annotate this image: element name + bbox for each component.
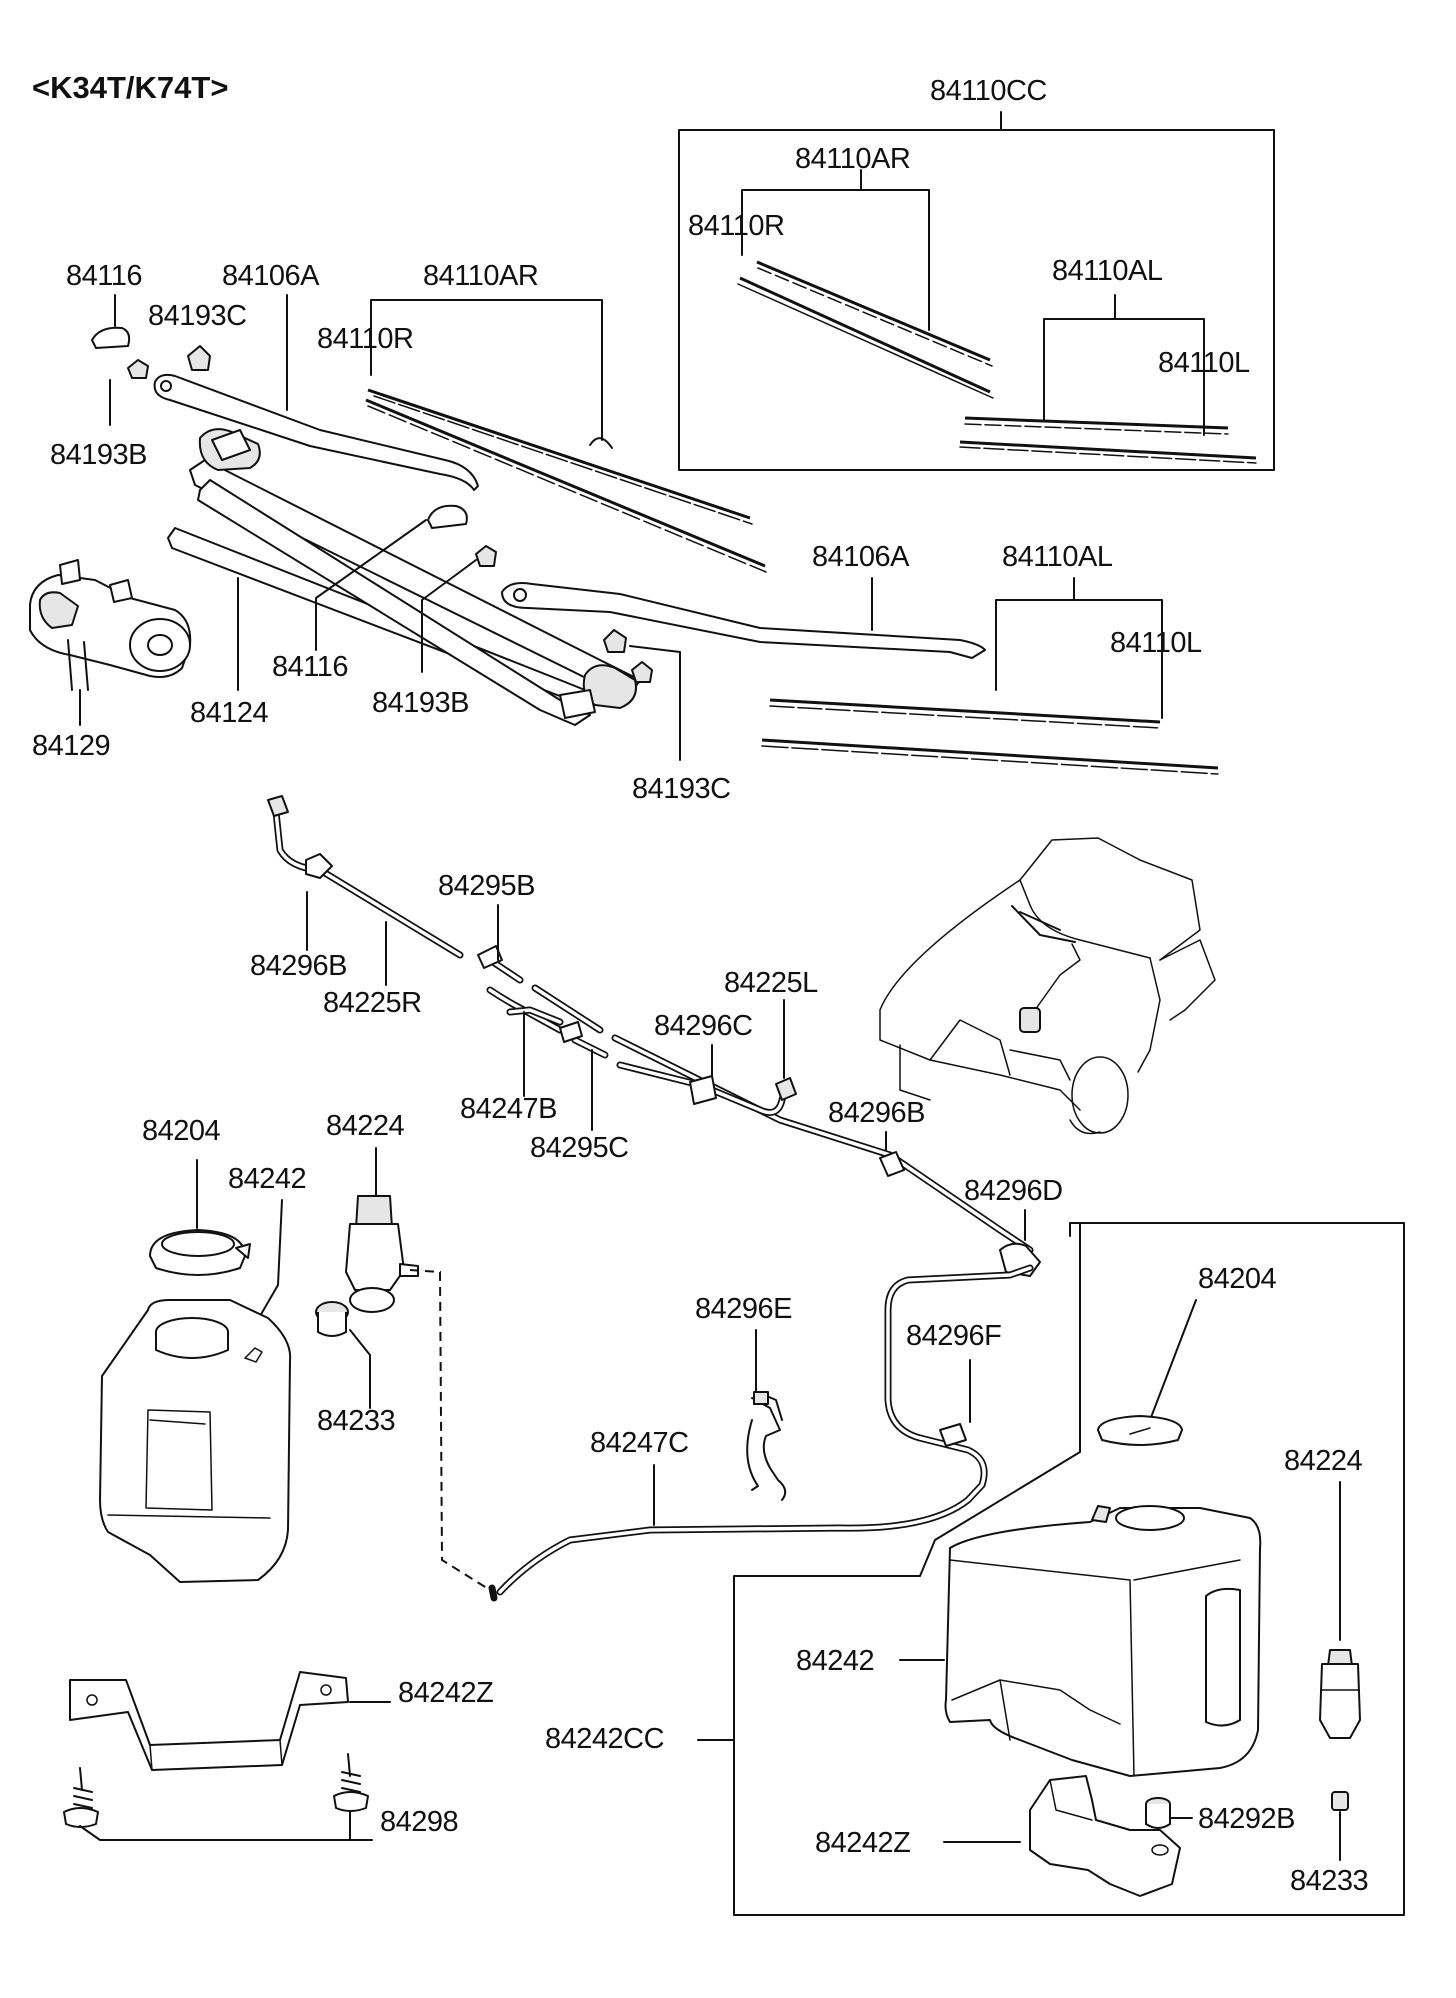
pump-seal-84292b: [1145, 1797, 1171, 1829]
label-84247c: 84247C: [590, 1427, 689, 1459]
label-84295c: 84295C: [530, 1132, 629, 1164]
label-84193b-mid: 84193B: [372, 687, 469, 719]
wiper-linkage-84124: [167, 428, 653, 726]
label-84129: 84129: [32, 730, 110, 762]
reservoir-bracket-84242z-right: [1029, 1775, 1181, 1897]
label-84110r-main: 84110R: [317, 323, 413, 355]
reservoir-bracket-84242z-left: [69, 1671, 349, 1771]
pivot-cap-84116-top: [91, 326, 131, 349]
wiper-arm-84106a-top: [153, 373, 479, 491]
pivot-cap-84116-mid: [427, 504, 468, 529]
wiper-blade-84110r-main: [365, 388, 767, 573]
washer-reservoir-84242-left: [99, 1299, 292, 1583]
label-84193c-bottom: 84193C: [632, 773, 731, 805]
label-84193c-top: 84193C: [148, 300, 247, 332]
label-84110l-boxed: 84110L: [1158, 347, 1250, 379]
label-84242-left: 84242: [228, 1163, 306, 1195]
hose-clip-84296c: [689, 1075, 717, 1105]
reservoir-cap-84204-left: [149, 1229, 251, 1276]
pivot-nut-84193b-mid: [475, 545, 497, 567]
label-84106a-mid: 84106A: [812, 541, 910, 573]
label-84116-mid: 84116: [272, 651, 348, 683]
label-84296b-right: 84296B: [828, 1097, 925, 1129]
washer-hose-84247c: [488, 1264, 1034, 1602]
label-84225l: 84225L: [724, 967, 818, 999]
label-84233-left: 84233: [317, 1405, 395, 1437]
mounting-screw-84298-right: [333, 1753, 369, 1812]
hose-clip-84296f: [939, 1423, 967, 1447]
pivot-nut-84193c-bottom: [603, 629, 627, 653]
hose-clip-84296b-left: [305, 853, 333, 879]
hose-clip-84296b-right: [879, 1151, 905, 1177]
washer-pump-84224-right: [1319, 1649, 1361, 1739]
assembly-frame: [678, 129, 1275, 471]
label-84296c: 84296C: [654, 1010, 753, 1042]
label-84106a-top: 84106A: [222, 260, 320, 292]
washer-reservoir-84242-right: [944, 1505, 1262, 1777]
label-84224-right: 84224: [1284, 1445, 1363, 1477]
vehicle-location-sketch: [879, 837, 1216, 1135]
wiper-blade-right-boxed: [737, 260, 994, 399]
wiper-blade-84110l-main: [761, 698, 1219, 775]
label-84242cc: 84242CC: [545, 1723, 664, 1755]
label-84295b: 84295B: [438, 870, 535, 902]
washer-pump-84224-left: [345, 1195, 419, 1313]
label-84225r: 84225R: [323, 987, 422, 1019]
label-84110cc: 84110CC: [930, 75, 1047, 107]
label-84296e: 84296E: [695, 1293, 792, 1325]
label-84242z-right: 84242Z: [815, 1827, 910, 1859]
label-84110al-boxed: 84110AL: [1052, 255, 1163, 287]
reservoir-cap-84204-right: [1097, 1415, 1183, 1446]
washer-nozzle-84225l: [775, 1077, 797, 1101]
mounting-screw-84298-left: [63, 1767, 99, 1828]
label-84242z-left: 84242Z: [398, 1677, 493, 1709]
label-84292b: 84292B: [1198, 1803, 1295, 1835]
label-84116-top: 84116: [66, 260, 142, 292]
label-84298: 84298: [380, 1806, 458, 1838]
reservoir-assembly-box-84242cc: [733, 1222, 1405, 1916]
wiper-blade-left-boxed: [959, 416, 1257, 464]
hose-clip-84296e: [746, 1391, 787, 1501]
label-84204-left: 84204: [142, 1115, 221, 1147]
label-84296b-left: 84296B: [250, 950, 347, 982]
wiper-arm-84106a-mid: [501, 582, 986, 659]
label-84124: 84124: [190, 697, 269, 729]
label-84242-right: 84242: [796, 1645, 874, 1677]
label-84110al-main: 84110AL: [1002, 541, 1113, 573]
model-code-title: <K34T/K74T>: [32, 70, 228, 105]
label-84224-left: 84224: [326, 1110, 405, 1142]
label-84296f: 84296F: [906, 1320, 1001, 1352]
label-84110ar-main: 84110AR: [423, 260, 538, 292]
washer-nozzle-84225r: [267, 795, 289, 817]
label-84296d: 84296D: [964, 1175, 1063, 1207]
pivot-nut-84193c-top: [187, 345, 211, 371]
label-84110r-boxed: 84110R: [688, 210, 784, 242]
label-84204-right: 84204: [1198, 1263, 1277, 1295]
label-84247b: 84247B: [460, 1093, 557, 1125]
hose-joint-84295b: [477, 945, 503, 969]
label-84193b-left: 84193B: [50, 439, 147, 471]
label-84233-right: 84233: [1290, 1865, 1368, 1897]
wiper-motor-84129: [29, 559, 192, 691]
hose-joint-84295c: [559, 1021, 583, 1043]
label-84110l-main: 84110L: [1110, 627, 1202, 659]
washer-hose-84247b: [272, 808, 1034, 1254]
pump-grommet-84233-left: [315, 1301, 349, 1337]
pump-grommet-84233-right: [1331, 1791, 1349, 1811]
blade-assembly-box-84110cc: [678, 111, 1275, 471]
label-84110ar-boxed: 84110AR: [795, 143, 910, 175]
pivot-nut-84193b-left: [127, 359, 149, 379]
